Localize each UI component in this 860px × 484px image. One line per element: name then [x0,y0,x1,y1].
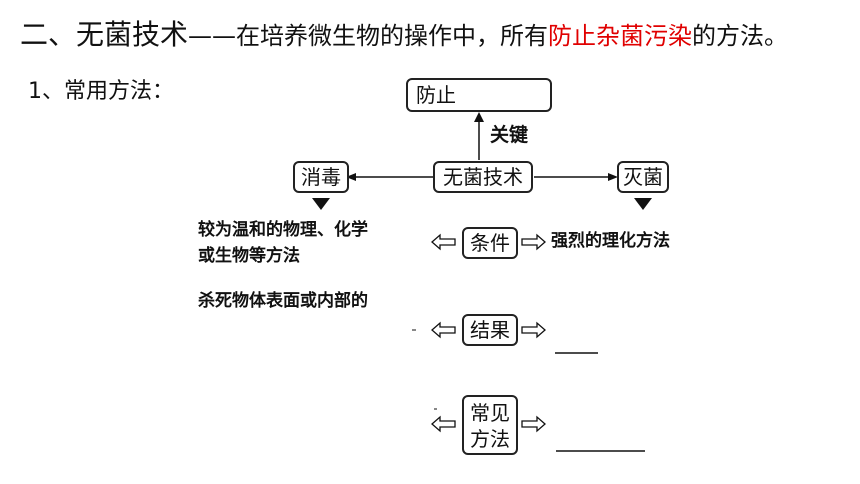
right-down-triangle [634,198,652,210]
title-highlight: 防止杂菌污染 [548,22,693,50]
method-right-hollow-arrow [521,415,546,433]
left-down-triangle [312,198,330,210]
condition-right-hollow-arrow [521,233,546,251]
common-method-label-line2: 方法 [470,427,510,451]
left-arrowhead [346,173,356,181]
title-dash: —— [188,22,237,50]
result-box: 结果 [462,314,518,346]
key-arrowhead [474,112,484,122]
title-heading: 无菌技术 [76,18,189,51]
title-mid: 在培养微生物的操作中，所有 [236,22,549,50]
method-left-hollow-arrow [431,415,456,433]
result-label: 结果 [470,318,510,342]
sterilize-condition-text: 强烈的理化方法 [551,231,670,251]
disinfection-label: 消毒 [301,165,341,189]
common-method-box: 常见 方法 [462,395,518,455]
condition-label: 条件 [470,231,510,255]
prevent-box: 防止 [406,78,552,112]
aseptic-technique-label: 无菌技术 [443,165,523,189]
disinfection-box: 消毒 [293,161,349,193]
page-title: 二、无菌技术——在培养微生物的操作中，所有防止杂菌污染的方法。 [20,20,788,51]
disinfect-condition-text: 较为温和的物理、化学 或生物等方法 [198,219,368,267]
disinfect-result-text: 杀死物体表面或内部的 [198,291,368,311]
sterilization-box: 灭菌 [617,161,669,193]
key-label: 关键 [490,124,529,146]
condition-box: 条件 [462,227,518,259]
result-right-hollow-arrow [521,321,546,339]
right-arrowhead [608,173,618,181]
title-prefix: 二、 [20,18,77,51]
disinfect-condition-line2: 或生物等方法 [198,246,300,266]
condition-left-hollow-arrow [431,233,456,251]
title-suffix: 的方法。 [692,22,789,50]
aseptic-technique-box: 无菌技术 [433,161,533,193]
sterilization-label: 灭菌 [623,165,663,189]
result-left-hollow-arrow [431,321,456,339]
common-method-label-line1: 常见 [470,401,510,425]
section-subtitle: 1、常用方法： [28,79,174,104]
prevent-box-label: 防止 [416,83,456,107]
disinfect-condition-line1: 较为温和的物理、化学 [198,220,368,240]
